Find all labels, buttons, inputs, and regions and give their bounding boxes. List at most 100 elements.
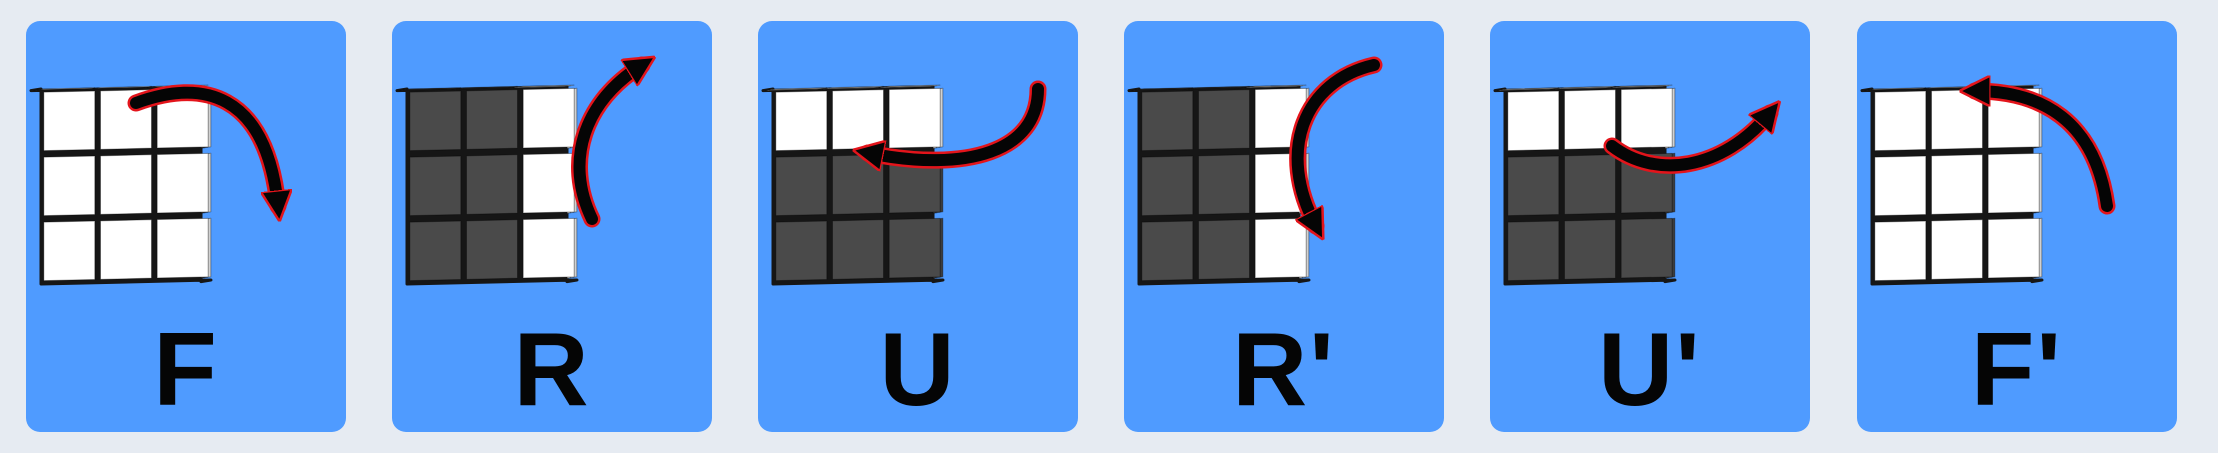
sticker-top [1614,85,1670,88]
move-label: F' [1970,312,2064,428]
cube-u-prime-icon [1493,84,1810,286]
move-card-f-prime: F' [1857,21,2177,432]
sticker-front [1874,155,1927,217]
sticker-top [96,85,152,89]
sticker-top [90,86,146,90]
sticker-top [459,86,515,90]
sticker-right [207,152,212,213]
sticker-front [775,220,828,282]
sticker-right [939,87,944,148]
move-label: R' [1232,312,1336,428]
sticker-front [1564,219,1616,280]
sticker-top [825,86,881,90]
sticker-front [1507,90,1560,152]
sticker-front [1198,89,1250,150]
sticker-top [406,87,462,90]
cube-illustration [26,21,346,351]
sticker-top [40,87,96,90]
sticker-right [573,217,578,278]
turn-arrow-icon [1291,59,1380,226]
cube-illustration [392,21,712,351]
sticker-right [2038,217,2043,278]
sticker-front [43,220,96,282]
sticker-top [878,85,934,89]
sticker-right [2038,152,2043,213]
sticker-top [1554,86,1610,90]
sticker-front [1931,219,1983,280]
sticker-front [1141,220,1194,282]
sticker-top [1248,85,1304,88]
sticker-front [1507,155,1560,217]
sticker-front [409,220,462,282]
sticker-front [1198,219,1250,280]
sticker-front [100,154,152,215]
sticker-top [1617,84,1673,88]
sticker-front [156,217,209,279]
sticker-front [43,90,96,152]
sticker-front [1620,217,1673,279]
sticker-top [456,86,512,90]
sticker-front [1987,217,2040,279]
sticker-top [93,86,149,90]
sticker-top [1560,85,1616,89]
sticker-top [1504,87,1560,90]
sticker-front [888,217,941,279]
sticker-top [1610,85,1666,89]
cube-f-prime-icon [1860,21,2116,286]
sticker-front [156,152,209,214]
sticker-front [1141,155,1194,217]
sticker-front [100,219,152,280]
sticker-top [1131,88,1187,92]
sticker-right [1671,87,1676,148]
sticker-top [1557,86,1613,90]
sticker-top [882,85,938,88]
sticker-front [409,90,462,152]
sticker-top [822,86,878,90]
sticker-right [207,217,212,278]
sticker-front [1931,154,1983,215]
move-label: R [513,312,591,428]
sticker-front [775,90,828,152]
sticker-front [1564,154,1616,215]
sticker-top [516,85,572,88]
sticker-front [466,154,518,215]
sticker-front [522,152,575,214]
sticker-top [828,85,884,89]
sticker-front [1141,90,1194,152]
cube-r-icon [395,21,712,286]
sticker-top [768,87,824,91]
cube-f-icon [29,84,346,286]
sticker-top [1194,85,1250,89]
sticker-front [832,219,884,280]
sticker-top [765,88,821,92]
sticker-top [1251,84,1307,88]
turn-arrow-icon [1975,91,2113,212]
sticker-front [1198,154,1250,215]
move-card-r: R [392,21,712,432]
cube-illustration [1857,21,2177,351]
turn-arrow-icon [573,65,642,225]
sticker-top [1864,88,1920,92]
sticker-top [399,88,455,92]
move-label: U' [1598,312,1702,428]
cube-r-prime-icon [1127,56,1383,286]
move-label: F [153,312,219,428]
turn-arrow-icon [1606,113,1770,172]
sticker-top [462,85,518,89]
move-card-r-prime: R' [1124,21,1444,432]
cube-u-icon [761,80,1047,286]
sticker-top [36,87,92,91]
sticker-top [1134,87,1190,91]
sticker-front [466,89,518,150]
move-card-u: U [758,21,1078,432]
cube-illustration [1124,21,1444,351]
sticker-top [1871,87,1927,90]
sticker-front [409,155,462,217]
sticker-front [832,154,884,215]
move-card-f: F [26,21,346,432]
sticker-right [1671,217,1676,278]
sticker-top [402,87,458,91]
sticker-top [519,84,575,88]
sticker-top [1497,88,1553,92]
